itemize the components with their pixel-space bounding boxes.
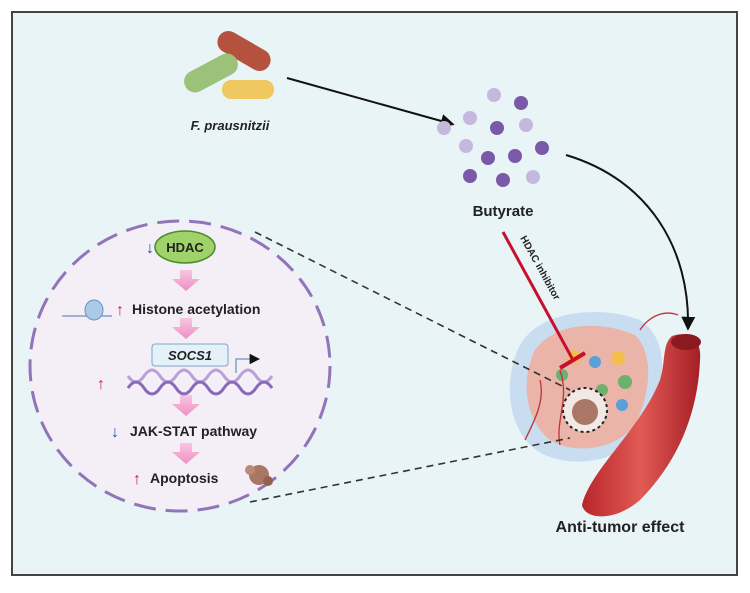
bacteria-icon bbox=[184, 31, 274, 99]
histone-label: Histone acetylation bbox=[132, 301, 260, 317]
production-arrow bbox=[286, 77, 455, 128]
zoom-line-bottom bbox=[249, 437, 571, 503]
up-arrow-icon: ↑ bbox=[97, 376, 105, 393]
apoptotic-cell-icon bbox=[245, 465, 273, 486]
nucleosome-icon bbox=[84, 299, 104, 321]
effect-arrow bbox=[565, 154, 696, 331]
outcome-label: Anti-tumor effect bbox=[556, 519, 686, 536]
metabolite-label: Butyrate bbox=[473, 203, 534, 220]
bacterium-label: F. prausnitzii bbox=[191, 118, 270, 133]
inhibition-line bbox=[501, 231, 575, 361]
pathway-label: JAK-STAT pathway bbox=[130, 423, 257, 439]
up-arrow-icon: ↑ bbox=[133, 471, 141, 488]
blood-vessel-icon bbox=[582, 334, 701, 517]
gene-label: SOCS1 bbox=[168, 348, 212, 363]
inhibition-bar bbox=[558, 351, 587, 370]
dna-helix-icon bbox=[126, 368, 274, 396]
down-arrow-icon: ↓ bbox=[111, 424, 119, 441]
hdac-label: HDAC bbox=[166, 240, 204, 255]
up-arrow-icon: ↑ bbox=[116, 302, 124, 319]
apoptosis-label: Apoptosis bbox=[150, 470, 219, 486]
zoom-line-top bbox=[254, 231, 571, 391]
down-arrow-icon: ↓ bbox=[146, 240, 154, 257]
tumor-illustration bbox=[509, 312, 679, 462]
flow-arrow-icon bbox=[172, 443, 200, 464]
flow-arrow-icon bbox=[172, 318, 200, 339]
flow-arrows bbox=[172, 270, 200, 464]
flow-arrow-icon bbox=[172, 270, 200, 291]
transcription-arrow-icon bbox=[235, 353, 261, 373]
hdac-ellipse bbox=[154, 230, 216, 264]
butyrate-molecules-icon bbox=[437, 88, 549, 187]
gene-box bbox=[151, 343, 229, 367]
flow-arrow-icon bbox=[172, 395, 200, 416]
